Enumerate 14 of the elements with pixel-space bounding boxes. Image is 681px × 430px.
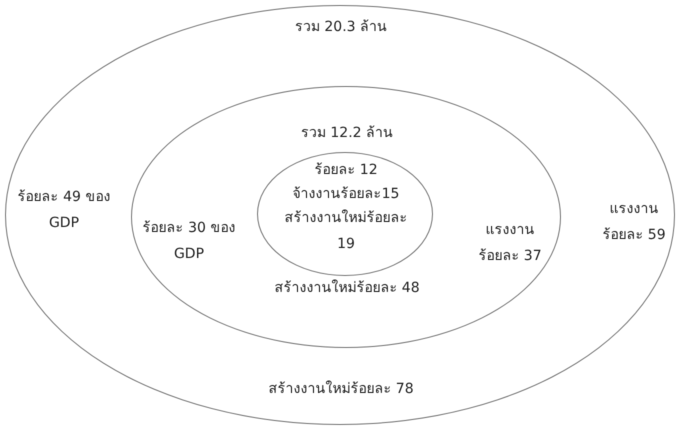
ellipse-label: ร้อยละ 49 ของ GDP (16, 188, 112, 233)
ellipse-label: แรงงานร้อยละ 59 (601, 200, 667, 245)
ellipse (5, 5, 675, 425)
ellipse-label: แรงงานร้อยละ 37 (477, 221, 543, 266)
ellipse-label: รวม 12.2 ล้าน (300, 124, 394, 143)
ellipse-label: จ้างงานร้อยละ15 (292, 185, 400, 204)
ellipse-label: ร้อยละ 12 (313, 161, 379, 180)
ellipse (131, 86, 561, 348)
ellipse-label: สร้างงานใหม่ร้อยละ 48 (273, 278, 421, 298)
ellipse-label: ร้อยละ 30 ของ GDP (142, 219, 236, 264)
ellipse-label: สร้างงานใหม่ร้อยละ 19 (284, 208, 408, 254)
ellipse-label: รวม 20.3 ล้าน (294, 18, 388, 37)
ellipse (257, 152, 433, 276)
ellipse-label: สร้างงานใหม่ร้อยละ 78 (267, 380, 415, 399)
